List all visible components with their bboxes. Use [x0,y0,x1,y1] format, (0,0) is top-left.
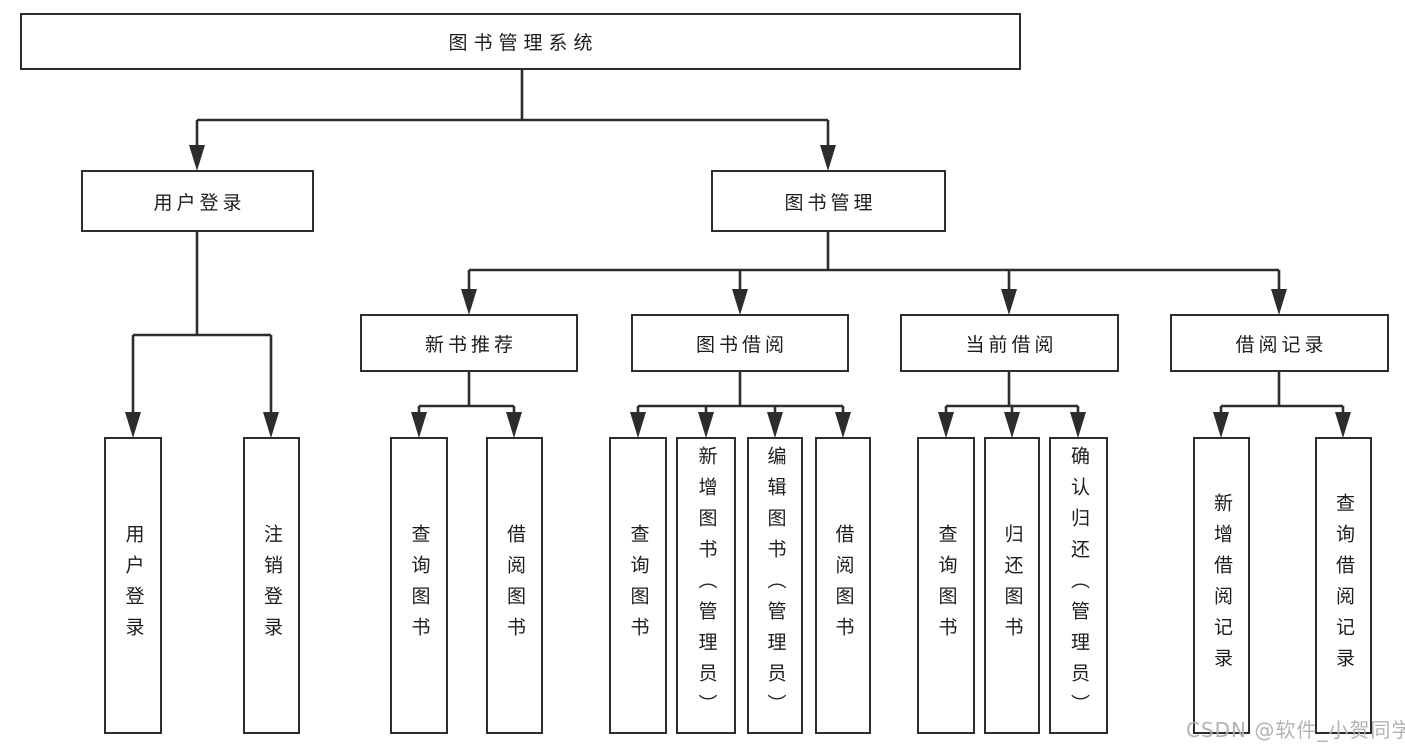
arrow-icon [1213,412,1229,438]
arrow-icon [1271,289,1287,315]
leaf-label: 确认归还（管理员） [1068,446,1090,725]
leaf-label: 新增借阅记录 [1211,492,1233,679]
arrow-icon [1001,289,1017,315]
leaf-logout: 注销登录 [243,437,300,734]
leaf-edit-book-admin: 编辑图书（管理员） [747,437,803,734]
leaf-borrow-books-recommend: 借阅图书 [486,437,543,734]
leaf-label: 编辑图书（管理员） [764,446,787,725]
leaf-label: 查询图书 [935,523,958,648]
arrow-icon [630,412,646,438]
arrow-icon [189,145,205,171]
arrow-icon [698,412,714,438]
arrow-icon [1004,412,1020,438]
leaf-query-borrow-record: 查询借阅记录 [1315,437,1372,734]
leaf-label: 新增图书（管理员） [695,446,718,725]
arrow-icon [263,412,279,438]
arrow-icon [125,412,141,438]
leaf-label: 借阅图书 [504,523,526,648]
arrow-icon [506,412,522,438]
leaf-label: 借阅图书 [832,523,855,648]
leaf-query-books-borrow: 查询图书 [609,437,667,734]
arrow-icon [835,412,851,438]
csdn-watermark: CSDN @软件_小贺同学 [1186,718,1405,742]
node-new-book-recommend: 新书推荐 [360,314,578,372]
leaf-add-book-admin: 新增图书（管理员） [676,437,736,734]
leaf-label: 查询图书 [408,523,431,648]
node-user-login: 用户登录 [81,170,314,232]
tree-edges [131,68,1345,416]
leaf-label: 用户登录 [122,523,145,648]
node-book-borrow: 图书借阅 [631,314,849,372]
node-book-management: 图书管理 [711,170,946,232]
arrow-icon [732,289,748,315]
leaf-label: 查询图书 [627,523,650,648]
leaf-label: 注销登录 [261,523,283,648]
leaf-user-login: 用户登录 [104,437,162,734]
arrow-icon [411,412,427,438]
node-borrow-records: 借阅记录 [1170,314,1389,372]
leaf-return-book: 归还图书 [984,437,1040,734]
leaf-label: 归还图书 [1001,523,1024,648]
leaf-query-books-recommend: 查询图书 [390,437,448,734]
leaf-borrow-books: 借阅图书 [815,437,871,734]
node-root-library-system: 图书管理系统 [20,13,1021,70]
arrow-icon [1070,412,1086,438]
arrow-icon [767,412,783,438]
leaf-confirm-return-admin: 确认归还（管理员） [1049,437,1108,734]
leaf-query-books-current: 查询图书 [917,437,975,734]
arrow-icon [1335,412,1351,438]
leaf-add-borrow-record: 新增借阅记录 [1193,437,1250,734]
arrowheads [125,145,1351,438]
arrow-icon [461,289,477,315]
arrow-icon [938,412,954,438]
leaf-label: 查询借阅记录 [1333,492,1355,679]
arrow-icon [820,145,836,171]
node-current-borrow: 当前借阅 [900,314,1119,372]
